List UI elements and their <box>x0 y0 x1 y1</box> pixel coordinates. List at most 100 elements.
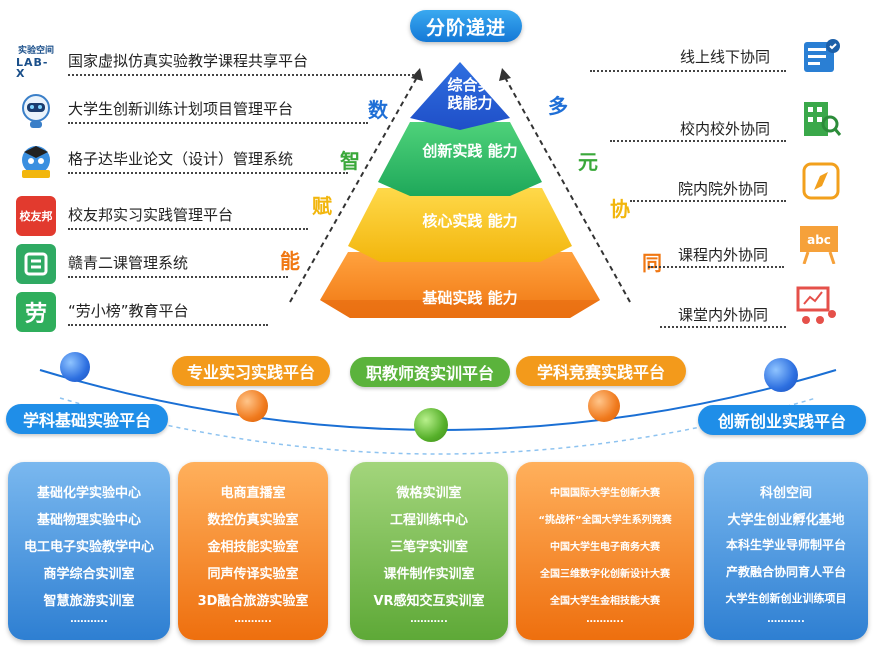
card-item: 产教融合协同育人平台 <box>725 565 846 579</box>
platform-professional-internship[interactable]: 专业实习实践平台 <box>172 356 330 386</box>
left-label-char-2: 智 <box>340 149 360 173</box>
xiaoyoubang-logo: 校友邦 <box>16 196 56 236</box>
left-platform-gezida[interactable]: 格子达毕业论文（设计）管理系统 <box>16 140 406 180</box>
dotted-connector <box>68 122 368 124</box>
right-coop-label: 校内校外协同 <box>680 120 771 138</box>
dotted-connector <box>68 228 308 230</box>
card-item: 基础化学实验中心 <box>36 486 141 501</box>
right-coop-campus[interactable]: 校内校外协同 <box>610 98 860 142</box>
pyramid-level-innovation <box>378 122 542 196</box>
right-label-char-3: 协 <box>610 197 630 221</box>
certificate-icon <box>804 39 840 72</box>
pyramid-level-core <box>348 188 572 262</box>
left-platform-label: 赣青二课管理系统 <box>68 254 189 272</box>
card-item: 大学生创新创业训练项目 <box>725 592 847 605</box>
right-coop-college[interactable]: 院内院外协同 <box>630 160 860 202</box>
card-item: 同声传译实验室 <box>207 567 299 582</box>
pyramid-level-1-text: 创新实践 能力 <box>400 140 540 161</box>
dotted-connector <box>610 140 786 142</box>
gezida-logo <box>16 140 56 180</box>
right-arrow-line <box>501 71 631 303</box>
platform-basic-experiment[interactable]: 学科基础实验平台 <box>6 404 168 434</box>
card-item: 3D融合旅游实验室 <box>197 594 309 609</box>
dotted-connector <box>648 266 784 268</box>
card-item: 基础物理实验中心 <box>36 513 141 528</box>
ganqing-logo <box>16 244 56 284</box>
right-coop-label: 院内院外协同 <box>678 180 769 198</box>
pyramid-level-3-text: 基础实践 能力 <box>380 287 560 308</box>
dotted-connector <box>68 324 268 326</box>
right-arrow-head <box>499 68 511 81</box>
card-item: 中国大学生电子商务大赛 <box>550 542 660 553</box>
card-item: 科创空间 <box>759 486 812 501</box>
dotted-connector <box>68 276 288 278</box>
title-badge: 分阶递进 <box>410 10 522 42</box>
pyramid-level-2-text: 核心实践 能力 <box>390 210 550 231</box>
card-item: 三笔字实训室 <box>389 540 468 555</box>
card-item: 课件制作实训室 <box>383 567 475 582</box>
card-basic-experiment: 基础化学实验中心 基础物理实验中心 电工电子实验教学中心 商学综合实训室 智慧旅… <box>8 462 170 640</box>
left-platform-label: 大学生创新训练计划项目管理平台 <box>68 100 294 118</box>
pyramid-level-1-right: 能力 <box>487 142 518 160</box>
pyramid-top-text: 综合实 践能力 <box>430 76 510 112</box>
left-platform-label: 格子达毕业论文（设计）管理系统 <box>68 150 294 168</box>
left-arrow-head <box>411 68 423 81</box>
left-platform-ganqing[interactable]: 赣青二课管理系统 <box>16 244 406 284</box>
abc-board-icon: abc <box>800 226 838 264</box>
dotted-connector <box>590 70 786 72</box>
arc-node-orange-left <box>236 390 268 422</box>
card-innovation-entrepreneurship: 科创空间 大学生创业孵化基地 本科生学业导师制平台 产教融合协同育人平台 大学生… <box>704 462 868 640</box>
compass-icon <box>802 162 840 200</box>
left-platform-xiaoyoubang[interactable]: 校友邦 校友邦实习实践管理平台 <box>16 196 406 236</box>
left-platform-laoxiaobang[interactable]: 劳 “劳小榜”教育平台 <box>16 292 406 332</box>
card-item-ellipsis: ……….. <box>234 614 272 625</box>
pyramid-level-3-left: 基础实践 <box>422 289 483 307</box>
card-item: 微格实训室 <box>396 486 462 501</box>
platform-innovation-entrepreneurship[interactable]: 创新创业实践平台 <box>698 405 866 435</box>
right-coop-online[interactable]: 线上线下协同 <box>590 36 860 76</box>
arc-node-blue-right <box>764 358 798 392</box>
left-platform-innovation[interactable]: 大学生创新训练计划项目管理平台 <box>16 90 406 130</box>
card-item: 大学生创业孵化基地 <box>727 513 845 528</box>
card-item: “挑战杯”全国大学生系列竞赛 <box>538 515 672 526</box>
card-subject-competition: 中国国际大学生创新大赛 “挑战杯”全国大学生系列竞赛 中国大学生电子商务大赛 全… <box>516 462 694 640</box>
card-item-ellipsis: ……….. <box>586 614 624 625</box>
card-teacher-training: 微格实训室 工程训练中心 三笔字实训室 课件制作实训室 VR感知交互实训室 ……… <box>350 462 508 640</box>
left-platform-label: 国家虚拟仿真实验教学课程共享平台 <box>68 52 309 70</box>
card-item-ellipsis: ……….. <box>70 614 108 625</box>
classroom-chart-icon <box>796 286 836 324</box>
pyramid-top-line2: 践能力 <box>447 94 493 112</box>
left-label-char-3: 赋 <box>312 194 332 218</box>
card-item: 本科生学业导师制平台 <box>725 538 846 552</box>
pyramid-level-2-left: 核心实践 <box>422 212 483 230</box>
right-label-char-2: 元 <box>578 150 598 174</box>
right-coop-label: 课堂内外协同 <box>678 306 769 324</box>
right-coop-course[interactable]: 课程内外协同 abc <box>648 222 860 268</box>
dotted-connector <box>68 172 348 174</box>
right-label-char-4: 同 <box>642 251 662 275</box>
pyramid-level-2-right: 能力 <box>487 212 518 230</box>
card-item: VR感知交互实训室 <box>373 594 485 609</box>
card-item: 工程训练中心 <box>389 513 468 528</box>
pyramid-level-1-left: 创新实践 <box>422 142 483 160</box>
dotted-connector <box>630 200 786 202</box>
left-platform-label: “劳小榜”教育平台 <box>68 302 189 320</box>
platform-teacher-training[interactable]: 职教师资实训平台 <box>350 357 510 387</box>
card-item: 商学综合实训室 <box>43 567 135 582</box>
right-coop-label: 课程内外协同 <box>678 246 769 264</box>
left-arrow-line <box>289 71 421 303</box>
card-item: 电工电子实验教学中心 <box>23 540 154 555</box>
card-professional-internship: 电商直播室 数控仿真实验室 金相技能实验室 同声传译实验室 3D融合旅游实验室 … <box>178 462 328 640</box>
dotted-connector <box>68 74 414 76</box>
pyramid-diagram <box>289 62 631 318</box>
platform-subject-competition[interactable]: 学科竞赛实践平台 <box>516 356 686 386</box>
right-coop-label: 线上线下协同 <box>680 48 771 66</box>
right-coop-classroom[interactable]: 课堂内外协同 <box>660 284 860 328</box>
card-item: 中国国际大学生创新大赛 <box>550 488 660 499</box>
card-item: 全国三维数字化创新设计大赛 <box>540 569 670 580</box>
robot-mascot-icon <box>16 90 56 130</box>
dotted-connector <box>660 326 786 328</box>
left-label-char-1: 数 <box>368 98 388 122</box>
